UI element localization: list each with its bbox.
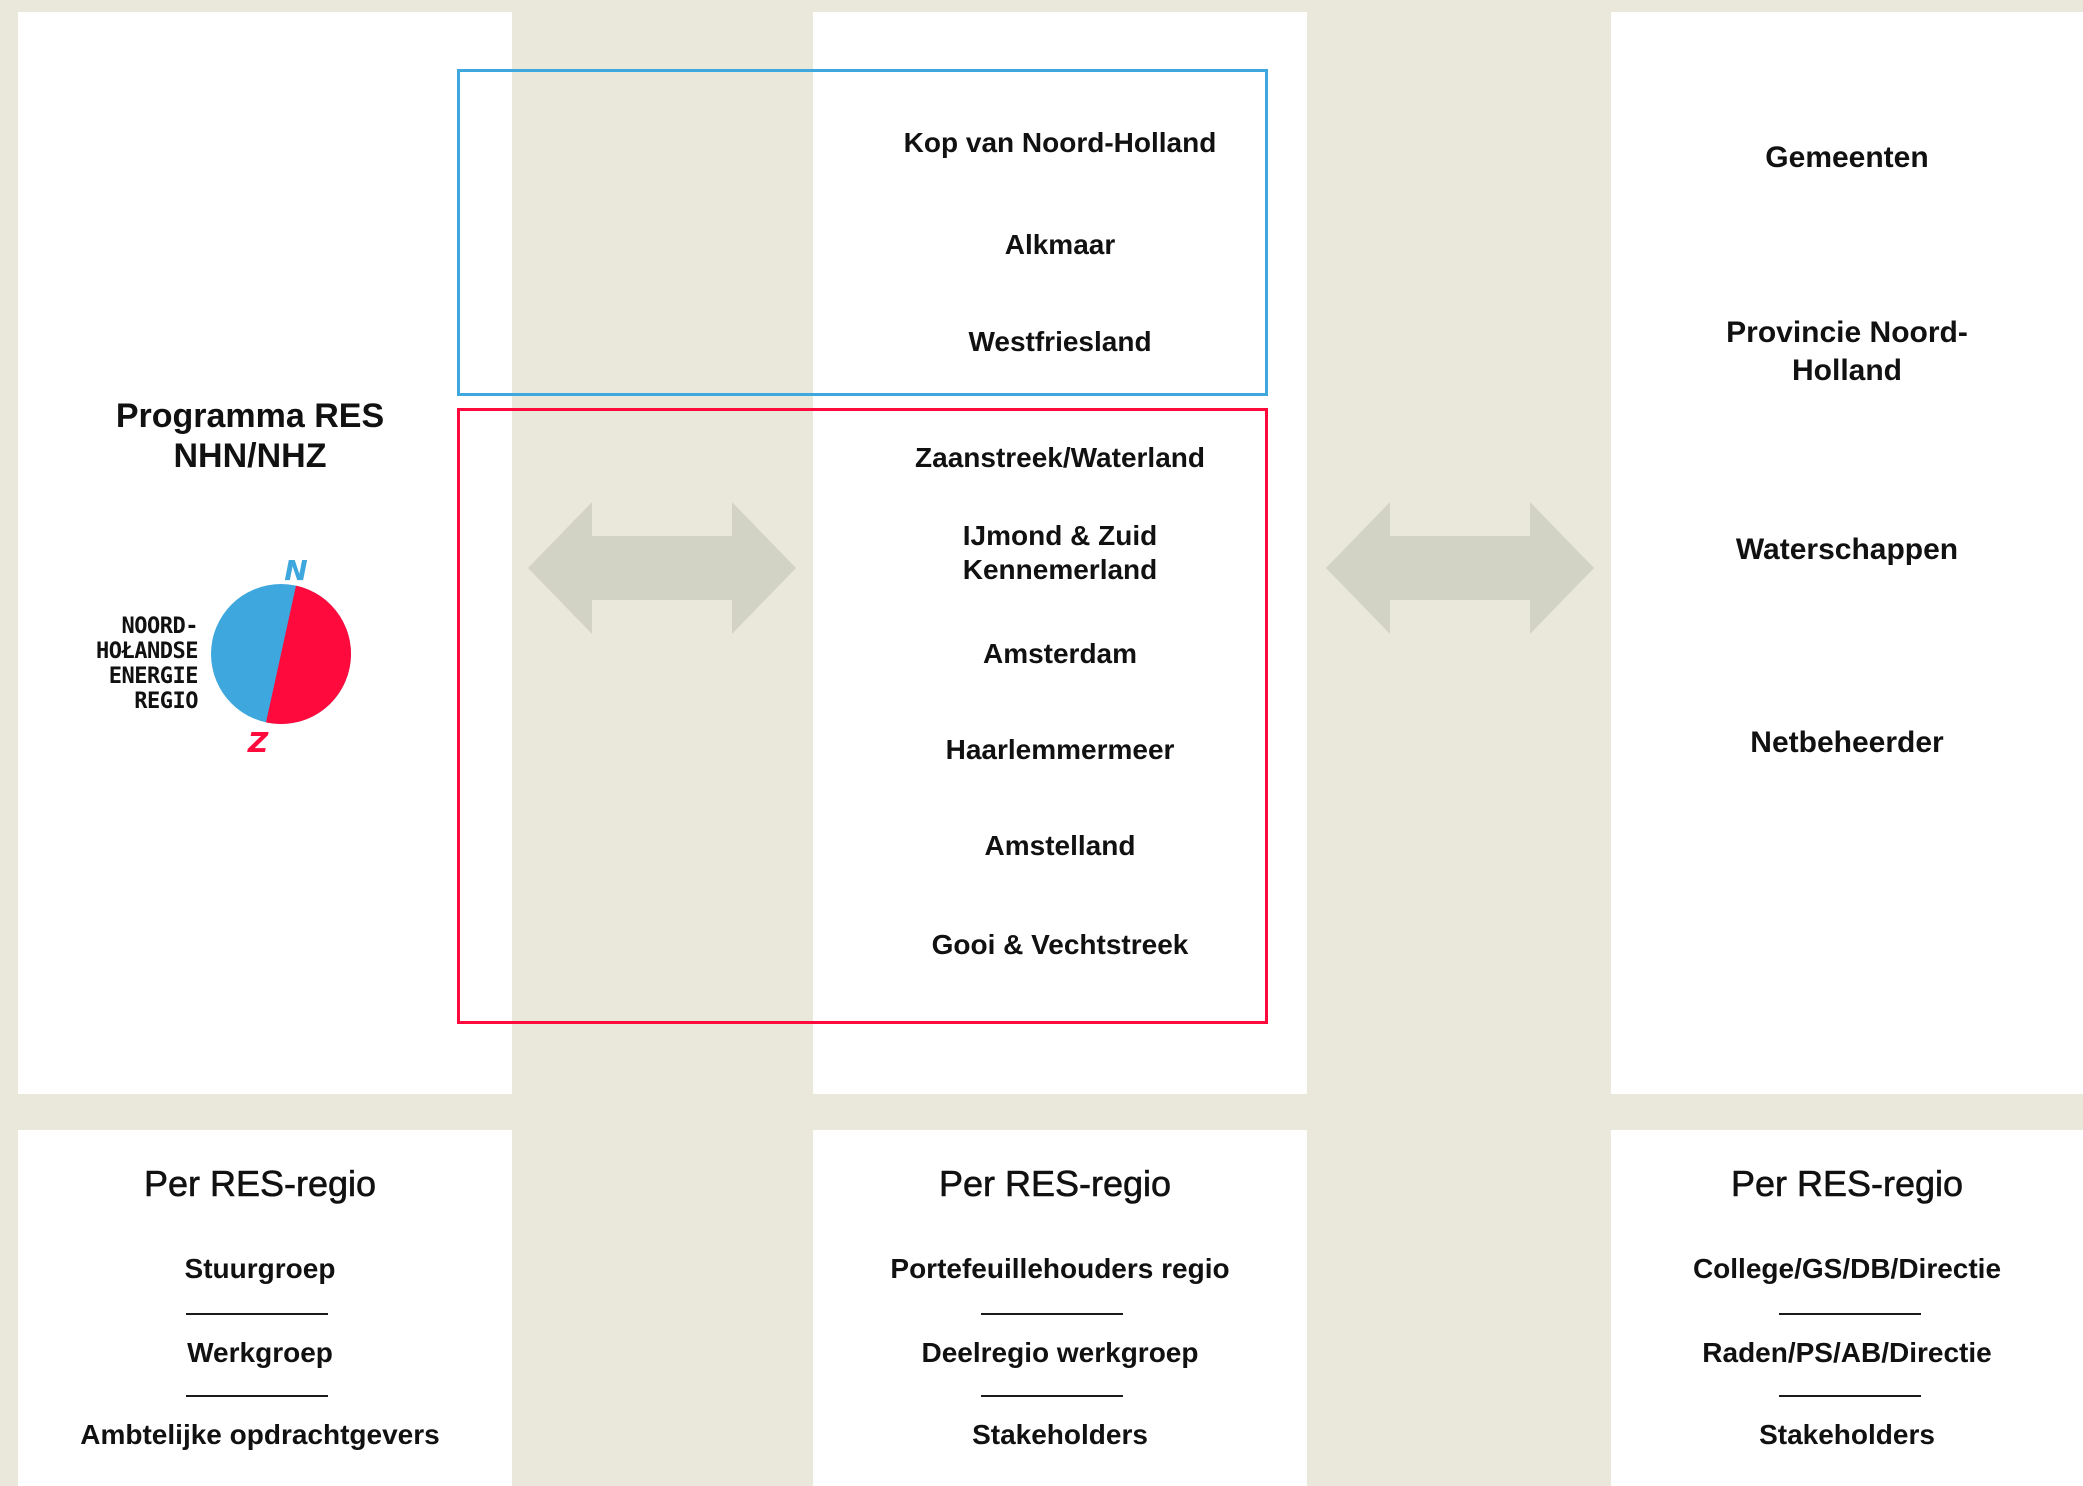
bottom-left-title: Per RES-regio [143,1163,377,1205]
stakeholder-netbeheerder: Netbeheerder [1750,726,1944,759]
stakeholder-gemeenten: Gemeenten [1765,141,1929,174]
region-amstelland: Amstelland [984,830,1136,861]
bottom-right-item-3: Stakeholders [1759,1419,1935,1450]
region-amsterdam: Amsterdam [982,638,1138,669]
region-alkmaar: Alkmaar [1004,229,1116,260]
bottom-left-item-2: Werkgroep [187,1337,333,1368]
bottom-right-divider-2 [1779,1395,1921,1397]
bottom-middle-item-1: Portefeuillehouders regio [890,1253,1230,1284]
bottom-left-panel [18,1130,512,1486]
region-westfriesland: Westfriesland [968,326,1152,357]
bottom-right-item-1: College/GS/DB/Directie [1692,1253,2002,1284]
bottom-right-item-2: Raden/PS/AB/Directie [1702,1337,1992,1368]
bottom-right-panel [1611,1130,2083,1486]
bottom-middle-title: Per RES-regio [938,1163,1172,1205]
region-haarlemmermeer: Haarlemmermeer [945,734,1175,765]
bottom-left-divider-1 [186,1313,328,1315]
bottom-right-divider-1 [1779,1313,1921,1315]
region-kop-van-noord-holland: Kop van Noord-Holland [903,127,1217,158]
region-gooi-vechtstreek: Gooi & Vechtstreek [931,929,1189,960]
program-title: Programma RES NHN/NHZ [115,397,385,475]
bottom-middle-divider-1 [981,1313,1123,1315]
bottom-middle-item-3: Stakeholders [972,1419,1148,1450]
bottom-middle-panel [813,1130,1307,1486]
north-region-group [457,69,1268,396]
arrow-left-middle [528,502,796,634]
region-ijmond-zuid-kennemerland: IJmond & Zuid Kennemerland [962,520,1158,585]
bottom-middle-divider-2 [981,1395,1123,1397]
svg-text:N: N [284,554,307,587]
south-region-group [457,408,1268,1024]
bottom-middle-item-2: Deelregio werkgroep [921,1337,1199,1368]
bottom-left-divider-2 [186,1395,328,1397]
middle-panel [813,12,1307,1094]
bottom-right-title: Per RES-regio [1730,1163,1964,1205]
arrow-middle-right [1326,502,1594,634]
left-panel [18,12,512,1094]
stakeholder-waterschappen: Waterschappen [1735,533,1959,566]
right-panel [1611,12,2083,1094]
bottom-left-item-3: Ambtelijke opdrachtgevers [80,1419,440,1450]
stakeholder-provincie: Provincie Noord-Holland [1726,316,1968,387]
north-south-compass-icon: N Z [211,554,352,759]
region-zaanstreek-waterland: Zaanstreek/Waterland [915,442,1205,473]
bottom-left-item-1: Stuurgroep [184,1253,336,1284]
svg-text:Z: Z [247,726,269,759]
